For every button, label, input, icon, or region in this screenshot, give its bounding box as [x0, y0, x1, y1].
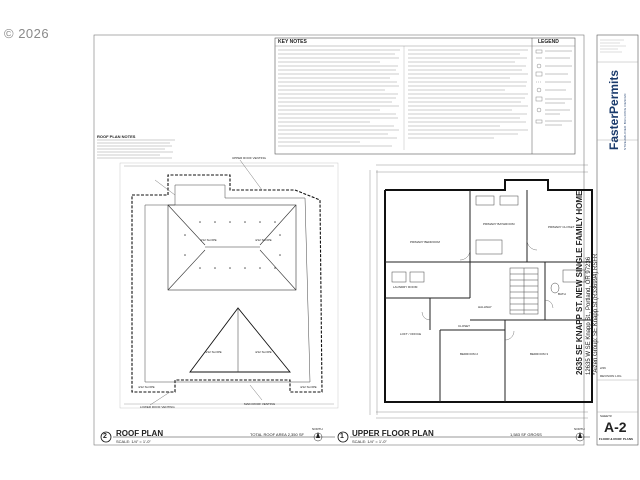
room-bath: BATH [558, 292, 566, 296]
north-arrow-icon [575, 432, 585, 442]
brand-tag: STREAMLINED BUILDING DESIGN [623, 93, 627, 150]
roof-plan-notes-heading: ROOF PLAN NOTES [97, 134, 136, 139]
slope-label: 4/12 SLOPE [138, 385, 155, 389]
upper-floor-plan-drawing [369, 164, 593, 419]
sheet-title: FLOOR & ROOF PLANS [599, 437, 633, 441]
room-primary-bedroom: PRIMARY BEDROOM [410, 240, 440, 244]
floor-plan-number-circle [337, 431, 349, 443]
sheet-number: A-2 [604, 419, 627, 435]
project-name: 2635 SE KNAPP ST. NEW SINGLE FAMILY HOME [575, 190, 584, 375]
room-loft-office: LOFT / OFFICE [400, 332, 422, 336]
roof-plan-drawing [119, 159, 339, 409]
room-bedroom-3: BEDROOM 3 [530, 352, 549, 356]
roof-plan-title: ROOF PLAN [116, 429, 164, 438]
roof-plan-number-circle [100, 431, 112, 443]
revision-log-label: REVISION LOG [600, 374, 622, 378]
title-block [596, 34, 639, 446]
brand-line1: Faster [607, 113, 621, 150]
room-primary-closet: PRIMARY CLOSET [548, 225, 575, 229]
issue-date: 2/26 [600, 366, 606, 370]
floor-plan-number: 1 [340, 433, 344, 440]
main-roof-venting-label: MAIN ROOF VENTING [244, 402, 276, 406]
upper-roof-venting-label: UPPER ROOF VENTING [232, 156, 267, 160]
floor-plan-north-label: NORTH [574, 427, 585, 431]
slope-label: 4/12 SLOPE [255, 238, 272, 242]
project-address: 12635 W SE Knapp St., Portland, OR 97236 [586, 256, 592, 375]
floor-plan-area: 1,583 SF GROSS [510, 432, 542, 437]
brand-line2: Permits [607, 69, 621, 114]
slope-label: 4/12 SLOPE [255, 350, 272, 354]
slope-label: 4/12 SLOPE [200, 238, 217, 242]
project-client: *Aizen Group: SE Knapp St (R336994) RSFR [593, 253, 599, 375]
room-laundry: LAUNDRY ROOM [393, 285, 418, 289]
room-primary-bathroom: PRIMARY BATHROOM [483, 222, 515, 226]
floor-plan-scale: SCALE: 1/4" = 1'-0" [352, 439, 387, 444]
floor-plan-title: UPPER FLOOR PLAN [352, 429, 434, 438]
north-arrow-icon [313, 432, 323, 442]
roof-plan-area: TOTAL ROOF AREA 2,350 SF [250, 432, 304, 437]
brand-logo: FasterPermits STREAMLINED BUILDING DESIG… [605, 40, 627, 150]
room-closet: CLOSET [458, 324, 471, 328]
lower-roof-venting-label: LOWER ROOF VENTING [140, 405, 175, 409]
key-notes-title: KEY NOTES [278, 39, 307, 45]
room-bedroom-2: BEDROOM 2 [460, 352, 479, 356]
roof-plan-scale: SCALE: 1/4" = 1'-0" [116, 439, 151, 444]
roof-plan-north-label: NORTH [312, 427, 323, 431]
slope-label: 4/12 SLOPE [205, 350, 222, 354]
sheet-label: SHEET# [600, 414, 612, 418]
legend-title: LEGEND [538, 39, 559, 45]
project-info: 2635 SE KNAPP ST. NEW SINGLE FAMILY HOME… [575, 165, 615, 375]
roof-plan-number: 2 [103, 433, 107, 440]
key-notes-box [274, 37, 576, 155]
room-hallway: HALLWAY [478, 305, 492, 309]
roof-plan-notes [97, 139, 175, 159]
slope-label: 4/12 SLOPE [300, 385, 317, 389]
watermark: © 2026 [4, 26, 50, 41]
